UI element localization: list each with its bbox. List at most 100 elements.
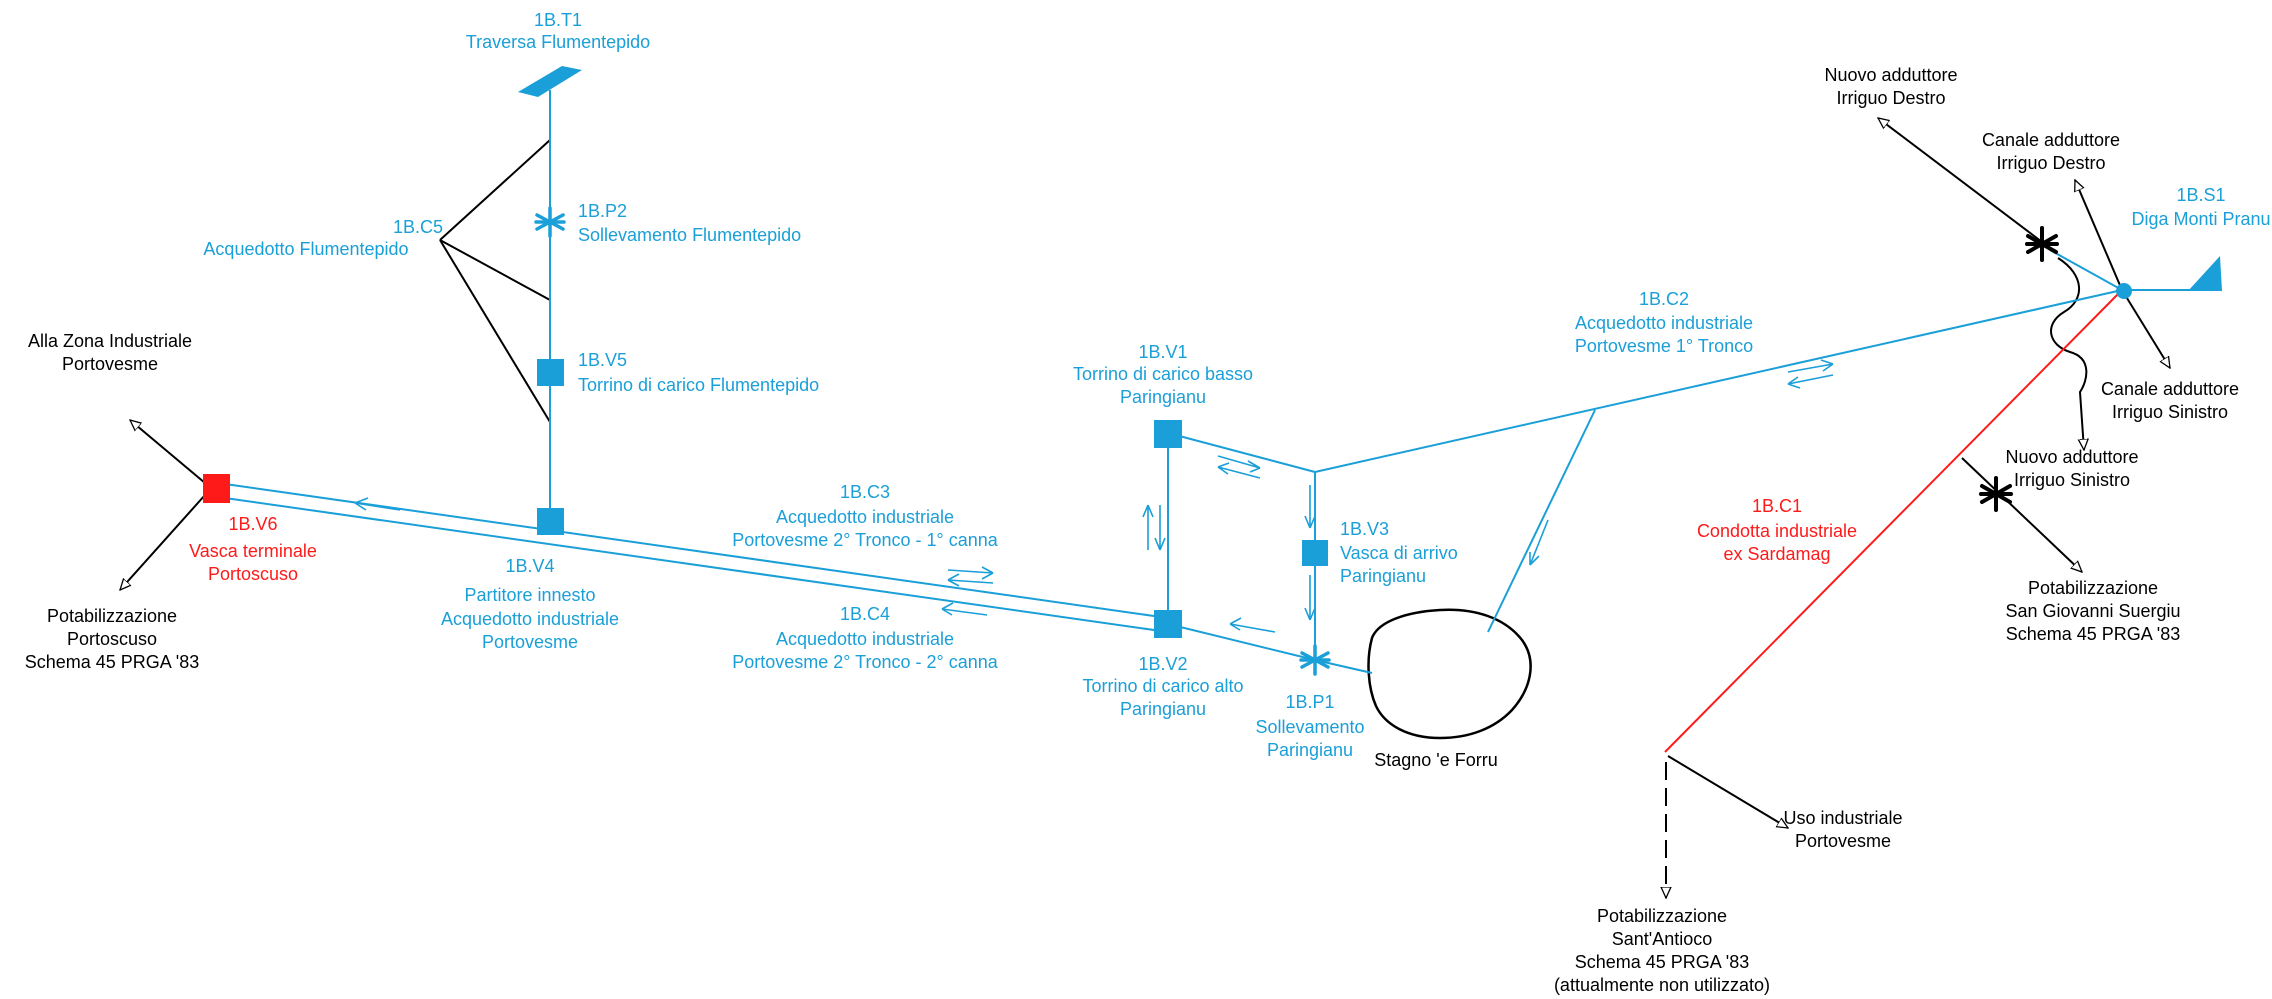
c2-name-line2: Portovesme 1° Tronco xyxy=(1575,336,1753,356)
pot-portoscuso-line2: Portoscuso xyxy=(67,629,157,649)
weir-symbol-t1 xyxy=(518,66,582,97)
v3-name-line2: Paringianu xyxy=(1340,566,1426,586)
canale-destro-line1: Canale adduttore xyxy=(1982,130,2120,150)
tank-square-v3 xyxy=(1302,540,1328,566)
pot-santantioco-line4: (attualmente non utilizzato) xyxy=(1554,975,1770,995)
flow-arrow-c3-right xyxy=(947,566,994,580)
nuovo-sinistro-line2: Irriguo Sinistro xyxy=(2014,470,2130,490)
nuovo-destro-line1: Nuovo adduttore xyxy=(1824,65,1957,85)
arrow-nuovo-destro xyxy=(1878,118,2051,249)
p1-code: 1B.P1 xyxy=(1285,692,1334,712)
c5-line-upper xyxy=(439,139,551,241)
flow-arrows xyxy=(354,359,1834,633)
c4-name-line1: Acquedotto industriale xyxy=(776,629,954,649)
pot-santantioco-line3: Schema 45 PRGA '83 xyxy=(1575,952,1750,972)
c3-line xyxy=(217,482,1169,619)
c3-code: 1B.C3 xyxy=(840,482,890,502)
v1-name-line1: Torrino di carico basso xyxy=(1073,364,1253,384)
v6-name-line1: Vasca terminale xyxy=(189,541,317,561)
c3-name-line1: Acquedotto industriale xyxy=(776,507,954,527)
tank-square-v5 xyxy=(537,359,564,386)
c1-code: 1B.C1 xyxy=(1752,496,1802,516)
v5-code: 1B.V5 xyxy=(578,350,627,370)
pot-sgs-line3: Schema 45 PRGA '83 xyxy=(2006,624,2181,644)
canale-destro-line2: Irriguo Destro xyxy=(1996,153,2105,173)
p2-code: 1B.P2 xyxy=(578,201,627,221)
pot-santantioco-line1: Potabilizzazione xyxy=(1597,906,1727,926)
flow-arrow-junction-down xyxy=(1304,485,1316,529)
c1-condotta-line xyxy=(1664,289,2123,753)
nuovo-sinistro-line1: Nuovo adduttore xyxy=(2005,447,2138,467)
c1-name-line2: ex Sardamag xyxy=(1723,544,1830,564)
pot-portoscuso-line3: Schema 45 PRGA '83 xyxy=(25,652,200,672)
c5-line-lower xyxy=(439,239,551,423)
c2-line xyxy=(1314,289,2123,473)
v2-name-line1: Torrino di carico alto xyxy=(1082,676,1243,696)
arrow-uso-industriale xyxy=(1667,755,1788,829)
arrow-canale-sinistro xyxy=(2121,289,2171,368)
v4-name-line3: Portovesme xyxy=(482,632,578,652)
p1-stagno-line xyxy=(1314,659,1373,674)
external-lines xyxy=(120,118,2171,898)
zona-industriale-line2: Portovesme xyxy=(62,354,158,374)
canale-sinistro-line1: Canale adduttore xyxy=(2101,379,2239,399)
v5-name: Torrino di carico Flumentepido xyxy=(578,375,819,395)
flow-arrow-c2-right xyxy=(1787,359,1834,373)
c2-stagno-branch xyxy=(1487,409,1596,633)
c4-name-line2: Portovesme 2° Tronco - 2° canna xyxy=(732,652,999,672)
flow-arrow-v1-up xyxy=(1142,504,1154,550)
stagno-label: Stagno 'e Forru xyxy=(1374,750,1498,770)
tank-square-v6 xyxy=(203,474,230,503)
v6-name-line2: Portoscuso xyxy=(208,564,298,584)
s1-name: Diga Monti Pranu xyxy=(2131,209,2270,229)
v1-name-line2: Paringianu xyxy=(1120,387,1206,407)
tank-square-v1 xyxy=(1154,420,1182,448)
v4-name-line2: Acquedotto industriale xyxy=(441,609,619,629)
tank-square-v2 xyxy=(1154,610,1182,638)
v4-name-line1: Partitore innesto xyxy=(464,585,595,605)
zona-industriale-line1: Alla Zona Industriale xyxy=(28,331,192,351)
pump-icon-irriguo-destro xyxy=(2025,226,2059,262)
s1-to-pump-line xyxy=(2049,249,2123,291)
stagno-e-forru-outline xyxy=(1367,608,1532,740)
c3-name-line2: Portovesme 2° Tronco - 1° canna xyxy=(732,530,999,550)
flow-arrow-stagno-branch xyxy=(1529,519,1549,566)
c2-name-line1: Acquedotto industriale xyxy=(1575,313,1753,333)
flow-arrow-v3-down xyxy=(1304,575,1316,621)
pump-icon-sgs xyxy=(1979,476,2013,512)
c2-code: 1B.C2 xyxy=(1639,289,1689,309)
c4-line xyxy=(217,496,1169,633)
c5-code: 1B.C5 xyxy=(393,217,443,237)
flow-arrow-v1-right xyxy=(1217,455,1261,473)
v4-code: 1B.V4 xyxy=(505,556,554,576)
pot-sgs-line2: San Giovanni Suergiu xyxy=(2005,601,2180,621)
t1-code: 1B.T1 xyxy=(534,10,582,30)
tank-square-v4 xyxy=(537,508,564,535)
c5-name: Acquedotto Flumentepido xyxy=(203,239,408,259)
flow-arrow-v1-left xyxy=(1217,462,1261,479)
arrow-pot-portoscuso xyxy=(120,494,206,590)
canale-sinistro-line2: Irriguo Sinistro xyxy=(2112,402,2228,422)
pot-sgs-line1: Potabilizzazione xyxy=(2028,578,2158,598)
s1-code: 1B.S1 xyxy=(2176,185,2225,205)
v2-p1-line xyxy=(1167,623,1316,661)
flow-arrow-v2 xyxy=(1229,617,1276,633)
pump-icon-p2 xyxy=(534,206,566,238)
t1-name: Traversa Flumentepido xyxy=(466,32,650,52)
arrow-pot-sgs xyxy=(1961,457,2082,572)
flow-arrow-c4-left xyxy=(941,602,988,616)
c1-name-line1: Condotta industriale xyxy=(1697,521,1857,541)
p1-name-line2: Paringianu xyxy=(1267,740,1353,760)
arrow-nuovo-sinistro xyxy=(2050,257,2086,450)
v1-junction-line xyxy=(1167,432,1316,473)
uso-industriale-line2: Portovesme xyxy=(1795,831,1891,851)
v6-code: 1B.V6 xyxy=(228,514,277,534)
network-lines xyxy=(217,90,2222,674)
pump-icon-p1 xyxy=(1299,644,1331,676)
v2-name-line2: Paringianu xyxy=(1120,699,1206,719)
pot-portoscuso-line1: Potabilizzazione xyxy=(47,606,177,626)
nuovo-destro-line2: Irriguo Destro xyxy=(1836,88,1945,108)
flow-arrow-c3 xyxy=(354,497,401,511)
junction-dot-s1 xyxy=(2116,283,2132,299)
